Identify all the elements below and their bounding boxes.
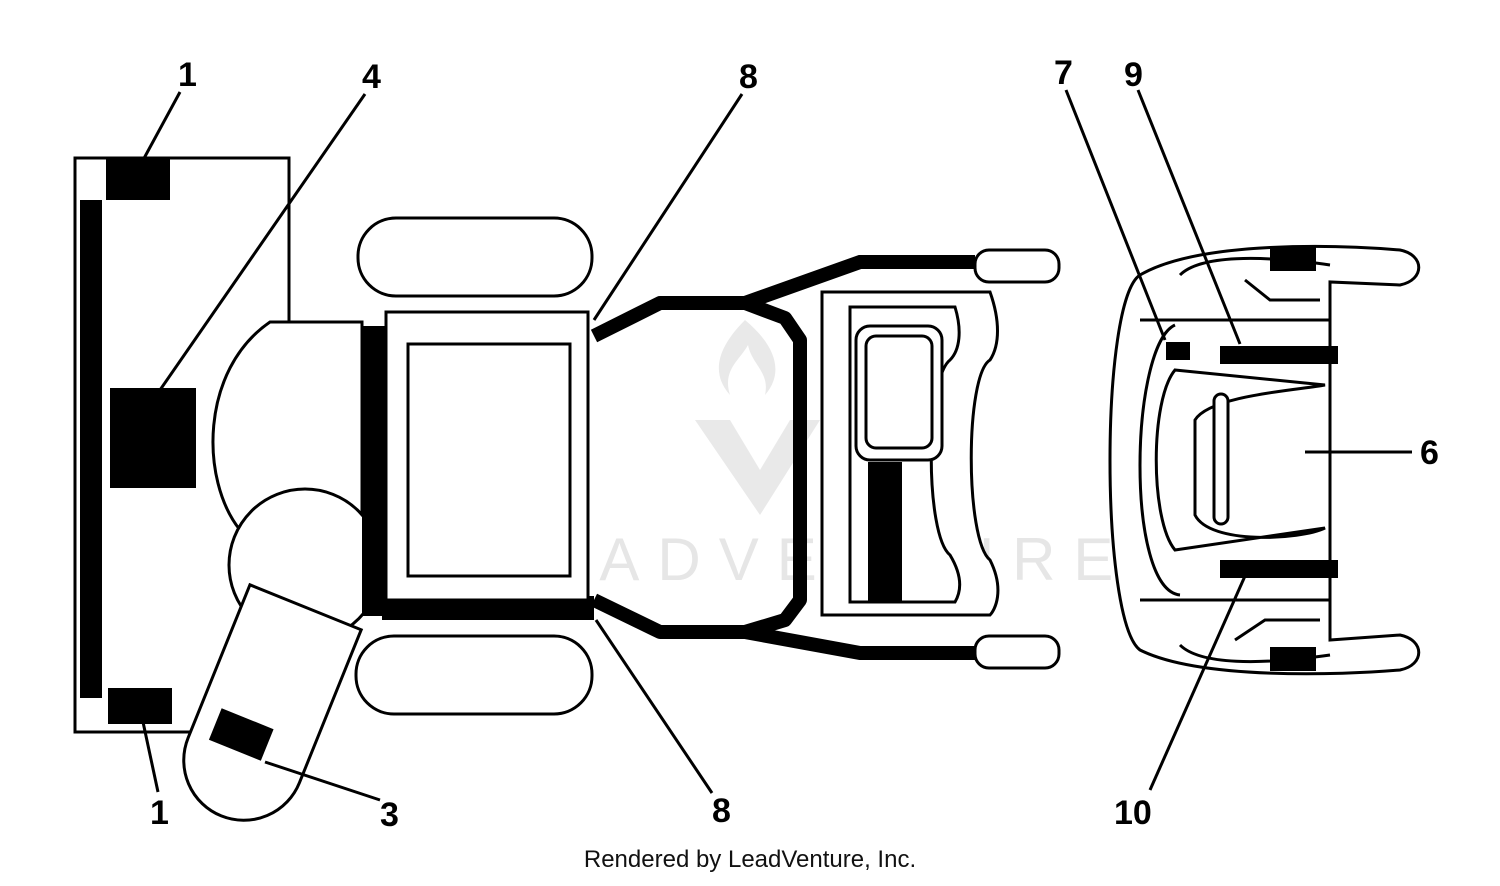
render-credit: Rendered by LeadVenture, Inc. <box>583 846 917 873</box>
leader-4 <box>158 93 367 391</box>
wheel-bottom <box>354 634 594 716</box>
leader-8-top <box>592 93 744 321</box>
watermark-flame-icon <box>718 320 776 395</box>
housing-top-view <box>73 156 291 734</box>
lower-handle-bar <box>743 625 975 660</box>
decal-1-bottom <box>108 688 172 724</box>
handle-frame <box>590 248 1061 670</box>
callout-3: 3 <box>380 796 399 834</box>
control-panel <box>820 290 1000 617</box>
decal-3 <box>208 708 274 761</box>
leader-7 <box>1064 89 1167 341</box>
console-tab-top <box>1270 247 1316 271</box>
callout-8-top: 8 <box>739 58 758 96</box>
chute-outline <box>182 582 364 822</box>
leader-1-bottom <box>141 721 160 793</box>
callout-9: 9 <box>1124 56 1143 94</box>
dash-display <box>864 334 934 450</box>
frame-rail <box>590 296 807 639</box>
leader-1-top <box>140 91 182 163</box>
callout-labels: 1 4 8 7 9 6 1 3 8 10 <box>150 54 1439 834</box>
leader-8-bottom <box>594 619 714 794</box>
housing-strip-decal <box>80 200 102 698</box>
console-slot <box>1212 392 1230 526</box>
engine-frame-left <box>362 326 386 616</box>
console-upper-notch <box>1244 278 1320 302</box>
leader-9 <box>1136 89 1242 345</box>
watermark-v-icon <box>695 420 820 515</box>
decal-4 <box>110 388 196 488</box>
console-tab-bottom <box>1270 647 1316 671</box>
console-lower-notch <box>1234 618 1320 642</box>
handle-grip-bottom <box>973 634 1061 670</box>
callout-1-bottom: 1 <box>150 794 169 832</box>
leader-lines <box>140 89 1412 802</box>
leader-3 <box>264 760 381 802</box>
callout-7: 7 <box>1054 54 1073 92</box>
engine-cover-panel <box>406 342 572 578</box>
decal-10 <box>1220 560 1338 578</box>
leader-10 <box>1148 575 1247 791</box>
decal-location-diagram: LEADVENTURE <box>73 54 1439 834</box>
callout-4: 4 <box>362 58 381 96</box>
callout-1-top: 1 <box>178 56 197 94</box>
discharge-chute <box>182 582 364 822</box>
callout-10: 10 <box>1114 794 1152 832</box>
callout-8-bottom: 8 <box>712 792 731 830</box>
decal-1-top <box>106 158 170 200</box>
handle-grip-top <box>973 248 1061 284</box>
console-rear-view <box>1108 244 1421 676</box>
engine-body <box>354 216 594 716</box>
console-left-curve <box>1138 323 1181 597</box>
wheel-top <box>356 216 594 298</box>
decal-7 <box>1166 342 1190 360</box>
upper-handle-bar <box>742 255 975 310</box>
console-center-panel <box>1154 368 1326 552</box>
callout-6: 6 <box>1420 434 1439 472</box>
dash-decal <box>868 462 902 602</box>
decal-9 <box>1220 346 1338 364</box>
